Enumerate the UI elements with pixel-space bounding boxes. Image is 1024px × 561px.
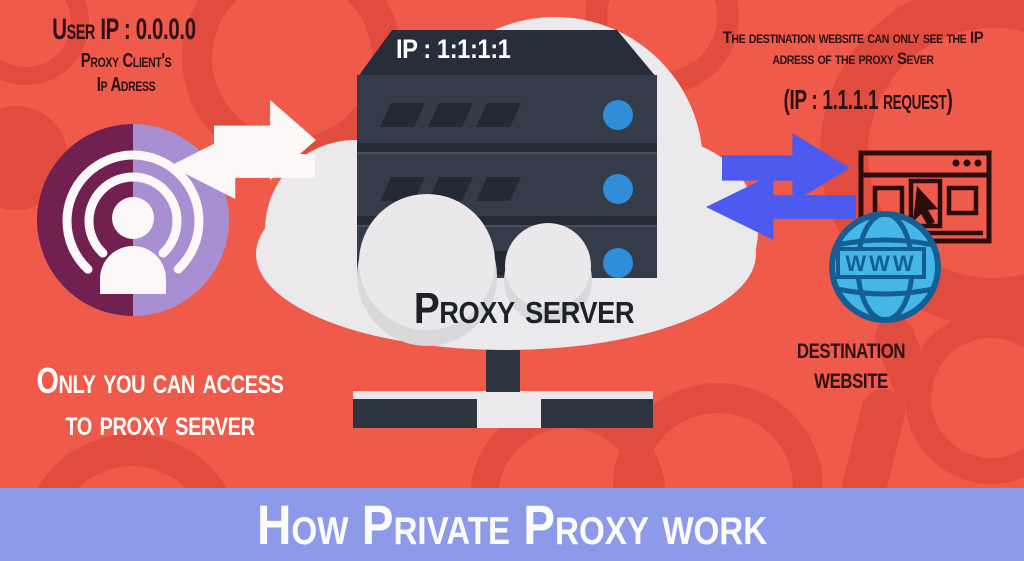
client-access-note-line2: to proxy server (65, 402, 255, 443)
title-banner: How Private Proxy work (0, 488, 1024, 561)
browser-dots-icon (952, 159, 982, 167)
person-icon (100, 197, 166, 294)
destination-website-line1: DESTINATION (796, 340, 906, 363)
proxy-client-icon (37, 124, 229, 316)
client-caption: Proxy Client's Ip Adress (51, 49, 201, 97)
user-ip-label: User IP : 0.0.0.0 (52, 13, 196, 46)
destination-website-line2: WEBSITE (814, 370, 888, 393)
globe-www-label: WWW (845, 251, 916, 276)
destination-info: The destination website can only see the… (708, 27, 998, 69)
cloud-bump (359, 194, 495, 330)
server-led-lights (603, 100, 633, 278)
destination-website-label: DESTINATION WEBSITE (771, 337, 931, 397)
server-ip-label: IP : 1:1:1:1 (396, 34, 511, 64)
ip-request-label: (IP : 1.1.1.1 request) (783, 84, 953, 115)
server-icon (357, 30, 657, 278)
destination-info-line2: adress of the proxy Sever (772, 49, 934, 68)
destination-info-line1: The destination website can only see the… (722, 28, 984, 47)
client-caption-line1: Proxy Client's (80, 50, 172, 72)
cloud-bump (505, 223, 591, 309)
client-access-note-line1: Only you can access (36, 360, 284, 401)
client-caption-line2: Ip Adress (96, 74, 156, 96)
page-title: How Private Proxy work (256, 493, 768, 556)
proxy-server-label: Proxy server (413, 284, 635, 333)
client-access-note: Only you can access to proxy server (36, 360, 284, 444)
globe-www-icon: WWW (829, 211, 941, 323)
server-stand-block (477, 391, 541, 428)
broadcast-waves-icon (62, 150, 204, 292)
cursor-icon (913, 186, 938, 226)
